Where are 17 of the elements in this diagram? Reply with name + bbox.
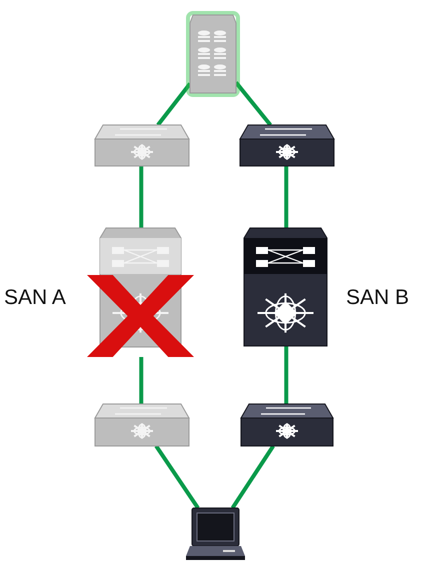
laptop-icon <box>186 508 245 560</box>
network-link <box>284 346 288 404</box>
network-switch-icon <box>95 125 189 166</box>
fabric-label: SAN B <box>346 286 410 310</box>
network-link <box>156 82 192 126</box>
network-link <box>139 166 144 228</box>
network-switch-icon <box>240 125 334 166</box>
network-link <box>154 444 200 510</box>
network-link <box>230 444 275 510</box>
network-link <box>284 166 288 228</box>
failed-director-switch-icon <box>87 228 194 357</box>
fabric-label: SAN A <box>4 286 66 310</box>
network-switch-icon <box>241 404 333 446</box>
director-switch-icon <box>244 228 327 346</box>
network-link <box>139 357 144 404</box>
network-switch-icon <box>95 404 189 446</box>
network-link <box>234 81 272 126</box>
